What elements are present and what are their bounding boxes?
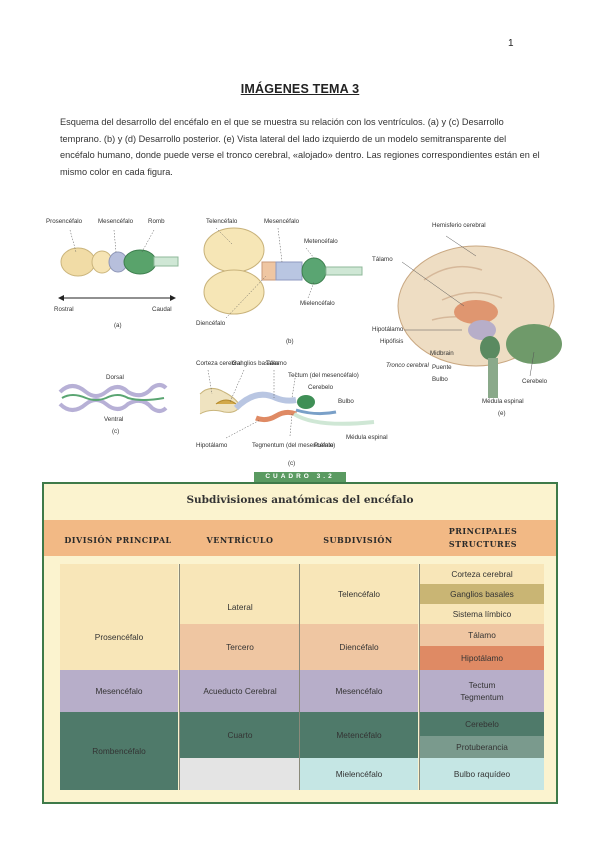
header-structures: PRINCIPALES STRUCTURES <box>448 526 518 549</box>
figure-d-drawing <box>199 369 375 439</box>
fig-a-romb-label: Romb <box>148 218 165 225</box>
fig-c-dorsal-label: Dorsal <box>106 374 124 381</box>
cell-mesencefalo-sub: Mesencéfalo <box>300 670 418 712</box>
fig-b-caption: (b) <box>286 338 294 345</box>
fig-d-tegmentum-label: Tegmentum (del mesencéfalo) <box>252 442 336 449</box>
fig-c-caption: (c) <box>112 428 120 435</box>
cell-empty <box>180 758 300 790</box>
cell-ganglios: Ganglios basales <box>420 584 544 604</box>
figure-c-drawing <box>58 383 168 413</box>
figure-b-drawing <box>203 227 363 319</box>
fig-d-corteza-label: Corteza cerebral <box>196 360 242 367</box>
fig-d-puente-label: Puente <box>314 442 334 449</box>
cell-talamo: Tálamo <box>420 624 544 646</box>
cell-protuberancia: Protuberancia <box>420 736 544 758</box>
fig-e-hipofisis-label: Hipófisis <box>380 338 404 345</box>
header-division: DIVISIÓN PRINCIPAL <box>64 535 172 545</box>
cell-metencefalo: Metencéfalo <box>300 712 418 758</box>
cell-cerebelo: Cerebelo <box>420 712 544 736</box>
fig-b-mielencefalo-label: Mielencéfalo <box>300 300 335 307</box>
cell-telencefalo: Telencéfalo <box>300 564 418 624</box>
fig-e-hemisferio-label: Hemisferio cerebral <box>432 222 486 229</box>
header-subdivision: SUBDIVISIÓN <box>323 535 393 545</box>
fig-c-ventral-label: Ventral <box>104 416 124 423</box>
fig-e-caption: (e) <box>498 410 506 417</box>
cell-rombencefalo: Rombencéfalo <box>60 712 178 790</box>
cell-acueducto: Acueducto Cerebral <box>180 670 300 712</box>
brain-subdivisions-table: Subdivisiones anatómicas del encéfalo DI… <box>42 482 558 804</box>
fig-d-talamo-label: Tálamo <box>266 360 287 367</box>
table-number-strip: CUADRO 3.2 <box>254 472 346 482</box>
figure-e-drawing <box>397 235 562 398</box>
cell-cuarto: Cuarto <box>180 712 300 758</box>
cell-tegmentum: Tegmentum <box>460 692 504 702</box>
cell-tectum: Tectum <box>468 680 496 690</box>
cell-corteza: Corteza cerebral <box>420 564 544 584</box>
fig-d-medula-label: Médula espinal <box>346 434 388 441</box>
page-number: 1 <box>508 38 514 49</box>
fig-a-rostral-label: Rostral <box>54 306 74 313</box>
fig-b-telencefalo-label: Telencéfalo <box>206 218 238 225</box>
cell-bulbo: Bulbo raquídeo <box>420 758 544 790</box>
fig-d-tectum-label: Tectum (del mesencéfalo) <box>288 372 359 379</box>
fig-a-mesencefalo-label: Mesencéfalo <box>98 218 134 225</box>
fig-a-prosencefalo-label: Prosencéfalo <box>46 218 83 225</box>
fig-d-cerebelo-label: Cerebelo <box>308 384 334 391</box>
table-title: Subdivisiones anatómicas del encéfalo <box>186 494 414 506</box>
fig-e-tronco-label: Tronco cerebral <box>386 362 429 369</box>
cell-limbico: Sistema límbico <box>420 604 544 624</box>
figure-description: Esquema del desarrollo del encéfalo en e… <box>60 117 540 177</box>
fig-e-midbrain-label: Midbrain <box>430 350 454 357</box>
cell-hipotalamo: Hipotálamo <box>420 646 544 670</box>
header-ventriculo: VENTRÍCULO <box>206 535 274 545</box>
fig-e-medula-label: Médula espinal <box>482 398 524 405</box>
fig-e-puente-label: Puente <box>432 364 452 371</box>
fig-e-bulbo-label: Bulbo <box>432 376 448 383</box>
fig-e-talamo-label: Tálamo <box>372 256 393 263</box>
cell-mesencefalo: Mesencéfalo <box>60 670 178 712</box>
table-divider <box>179 564 180 790</box>
page-title: IMÁGENES TEMA 3 <box>240 82 360 96</box>
fig-b-diencefalo-label: Diencéfalo <box>196 320 226 327</box>
figure-c: Dorsal Ventral (c) <box>52 372 172 442</box>
fig-b-mesencefalo-label: Mesencéfalo <box>264 218 300 225</box>
table-header: DIVISIÓN PRINCIPAL VENTRÍCULO SUBDIVISIÓ… <box>44 520 556 556</box>
figure-b: Telencéfalo Mesencéfalo Metencéfalo Miel… <box>196 216 366 348</box>
fig-d-ganglios-label: Ganglios basales <box>232 360 280 367</box>
cell-diencefalo: Diencéfalo <box>300 624 418 670</box>
figure-e: Hemisferio cerebral Tálamo Hipotálamo Hi… <box>372 220 568 420</box>
fig-d-caption: (c) <box>288 460 296 467</box>
fig-e-hipotalamo-label: Hipotálamo <box>372 326 404 333</box>
figure-a: Prosencéfalo Mesencéfalo Romb Rostral Ca… <box>44 216 184 334</box>
cell-mielencefalo: Mielencéfalo <box>300 758 418 790</box>
figure-a-drawing <box>58 229 179 301</box>
fig-a-caption: (a) <box>114 322 122 329</box>
cell-tectum-tegmentum: Tectum Tegmentum <box>420 670 544 712</box>
table-divider <box>299 564 300 790</box>
fig-a-caudal-label: Caudal <box>152 306 172 313</box>
fig-b-metencefalo-label: Metencéfalo <box>304 238 338 245</box>
fig-d-bulbo-label: Bulbo <box>338 398 354 405</box>
figure-d: Corteza cerebral Ganglios basales Tálamo… <box>196 358 388 470</box>
cell-tercero: Tercero <box>180 624 300 670</box>
fig-e-cerebelo-label: Cerebelo <box>522 378 548 385</box>
table-divider <box>419 564 420 790</box>
fig-d-hipotalamo-label: Hipotálamo <box>196 442 228 449</box>
